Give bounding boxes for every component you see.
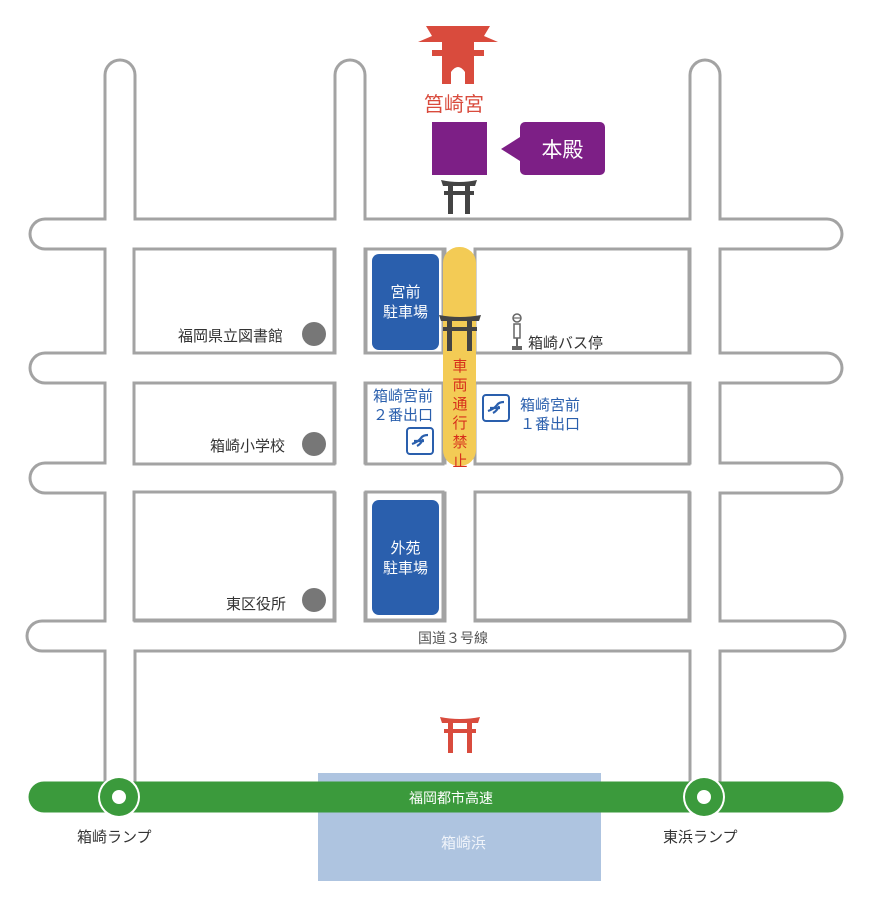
fukuoka-subway-icon <box>482 394 510 422</box>
national-route-label: 国道３号線 <box>418 631 488 647</box>
subway-exit-number: １番出口 <box>520 415 581 433</box>
torii-gate-icon <box>440 717 480 753</box>
landmark-library: 福岡県立図書館 <box>178 327 284 345</box>
subway-exit-number: ２番出口 <box>373 406 434 424</box>
torii-gate-icon <box>439 315 481 351</box>
honden-callout: 本殿 <box>501 122 605 175</box>
landmark-ward-office: 東区役所 <box>226 595 287 613</box>
circle-marker-icon <box>302 322 326 346</box>
beach-label: 箱崎浜 <box>441 834 487 852</box>
ring-marker-icon <box>99 777 139 817</box>
landmark-school: 箱崎小学校 <box>210 437 286 455</box>
subway-exit-station: 箱崎宮前 <box>520 396 581 414</box>
bus-stop-label: 箱崎バス停 <box>528 334 604 352</box>
torii-gate-icon <box>441 180 477 214</box>
subway-exit-1-label: 箱崎宮前 １番出口 <box>520 396 580 434</box>
subway-exit-2-label: 箱崎宮前 ２番出口 <box>369 387 433 425</box>
circle-marker-icon <box>302 432 326 456</box>
circle-marker-icon <box>302 588 326 612</box>
gaien-parking: 外苑 駐車場 <box>372 500 439 615</box>
parking-label-line2: 駐車場 <box>382 303 428 321</box>
fukuoka-subway-icon <box>406 427 434 455</box>
ramp-label-higashihama: 東浜ランプ <box>663 828 738 846</box>
no-vehicle-label: 車両通行禁止 <box>452 357 468 470</box>
parking-label-line2: 駐車場 <box>382 558 428 577</box>
miyamae-parking: 宮前 駐車場 <box>372 254 439 350</box>
honden-label: 本殿 <box>541 137 584 162</box>
parking-label-line1: 外苑 <box>390 538 421 557</box>
expressway-label: 福岡都市高速 <box>409 791 493 807</box>
parking-label-line1: 宮前 <box>390 283 421 301</box>
subway-exit-station: 箱崎宮前 <box>373 387 434 405</box>
honden-building <box>432 122 487 175</box>
bus-stop-icon <box>512 313 522 350</box>
no-vehicle-zone <box>443 247 476 466</box>
ring-marker-icon <box>684 777 724 817</box>
shrine-name: 筥崎宮 <box>424 92 484 116</box>
shrine-tower-gate-icon <box>418 26 498 84</box>
ramp-label-hakozaki: 箱崎ランプ <box>77 828 152 846</box>
roads <box>25 58 847 817</box>
